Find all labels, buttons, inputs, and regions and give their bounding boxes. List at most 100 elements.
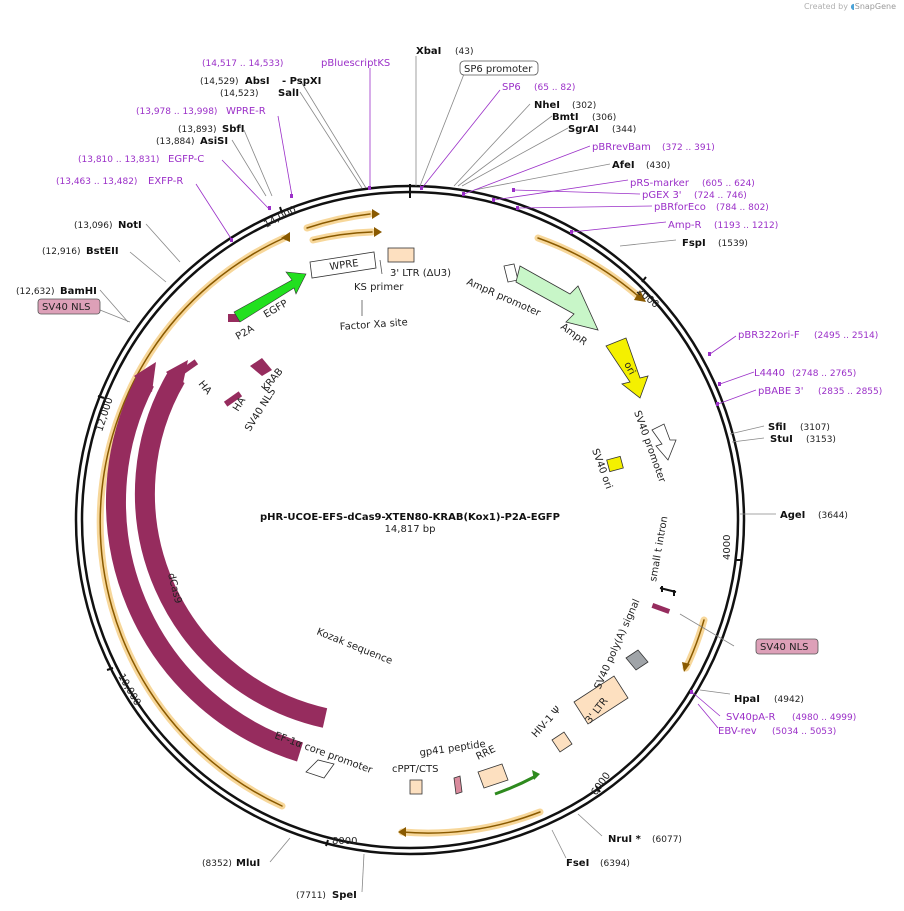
gp41-box xyxy=(453,775,463,795)
feature-ori: ori xyxy=(621,360,637,377)
enzyme-spei-pos: (7711) xyxy=(296,891,326,901)
feature-small-t: small t intron xyxy=(648,515,670,582)
primer-marks xyxy=(230,186,721,694)
primer-pbr322ori-f-pos: (2495 .. 2514) xyxy=(814,331,878,341)
primer-amp-r: Amp-R xyxy=(668,220,702,231)
enzyme-mlui-pos: (8352) xyxy=(202,859,232,869)
primer-sv40pa-r-pos: (4980 .. 4999) xyxy=(792,713,856,723)
feature-ltr3: 3' LTR (ΔU3) xyxy=(390,268,451,279)
enzyme-bamhi: BamHI xyxy=(60,286,97,297)
primer-l4440: L4440 xyxy=(754,368,785,379)
feature-cppt: cPPT/CTS xyxy=(392,764,438,775)
primer-pbr322ori-f: pBR322ori-F xyxy=(738,330,800,341)
enzyme-nrui-pos: (6077) xyxy=(652,835,682,845)
cppt-box xyxy=(409,779,423,795)
primer-pbrrevbam-pos: (372 .. 391) xyxy=(662,143,715,153)
primer-pbrrevbam: pBRrevBam xyxy=(592,142,651,153)
snapgene-logo-icon: ◖ xyxy=(850,2,855,11)
feature-hiv-psi: HIV-1 Ψ xyxy=(530,705,564,741)
krab-arrow xyxy=(250,358,272,376)
primer-prs-marker: pRS-marker xyxy=(630,178,690,189)
enzyme-absi-pos: (14,529) xyxy=(200,77,239,87)
primer-sp6: SP6 xyxy=(502,82,521,93)
enzyme-sbfi-pos: (13,893) xyxy=(178,125,217,135)
primer-pgex3-pos: (724 .. 746) xyxy=(694,191,747,201)
enzyme-agei: AgeI xyxy=(780,510,805,521)
sv40-nls-right-label: SV40 NLS xyxy=(760,642,809,653)
ha-tag-1 xyxy=(179,359,199,375)
enzyme-nhei: NheI xyxy=(534,100,560,111)
primer-ebv-rev: EBV-rev xyxy=(718,726,757,737)
orf-arrowhead-top-2 xyxy=(374,227,382,237)
sp6-promoter-label: SP6 promoter xyxy=(464,64,533,75)
feature-sv40-polya: SV40 poly(A) signal xyxy=(593,598,643,692)
plasmid-size: 14,817 bp xyxy=(385,524,436,535)
enzyme-absi: AbsI xyxy=(245,76,270,87)
feature-kozak: Kozak sequence xyxy=(315,627,394,667)
enzyme-xbai-pos: (43) xyxy=(455,47,473,57)
primer-leader-lines xyxy=(195,68,757,729)
orf-arc-top-2-core xyxy=(312,231,373,241)
primer-pbrforeco-pos: (784 .. 802) xyxy=(716,203,769,213)
hiv-psi-box xyxy=(551,731,573,753)
enzyme-sali: SalI xyxy=(278,88,299,99)
enzyme-sali-pos: (14,523) xyxy=(220,89,259,99)
enzyme-leader-lines xyxy=(99,56,776,893)
dcas9-arc xyxy=(134,372,328,728)
ks-primer-mark xyxy=(379,259,383,275)
primer-pgex3: pGEX 3' xyxy=(642,190,682,201)
enzyme-nhei-pos: (302) xyxy=(572,101,596,111)
primer-sv40pa-r: SV40pA-R xyxy=(726,712,775,723)
primer-pbabe3: pBABE 3' xyxy=(758,386,804,397)
enzyme-noti-pos: (13,096) xyxy=(74,221,113,231)
primer-wpre-r-pos: (13,978 .. 13,998) xyxy=(136,107,217,117)
feature-ks-primer: KS primer xyxy=(354,282,404,293)
sv40-nls-left-box xyxy=(37,298,101,315)
orf-arrowhead-bottom xyxy=(398,827,406,837)
orf-arc-left-large xyxy=(96,234,288,810)
primer-exfp-r: EXFP-R xyxy=(148,176,183,187)
primer-egfp-c: EGFP-C xyxy=(168,154,204,165)
wpre-box xyxy=(309,251,377,279)
enzyme-spei: SpeI xyxy=(332,890,357,901)
sv40-promoter-arrow xyxy=(651,423,677,461)
primer-wpre-r: WPRE-R xyxy=(226,106,266,117)
sv40-polya-box xyxy=(625,649,649,671)
enzyme-afei: AfeI xyxy=(612,160,635,171)
cas9-arrowhead xyxy=(134,362,156,392)
enzyme-asisi: AsiSI xyxy=(200,136,228,147)
sp6-promoter-box xyxy=(459,60,539,76)
enzyme-pspxi: - PspXI xyxy=(282,76,321,87)
egfp-arrow xyxy=(233,271,307,323)
orf-arrowhead-ampr xyxy=(634,290,646,302)
enzyme-fsei: FseI xyxy=(566,858,589,869)
ampr-arrow xyxy=(515,265,599,331)
enzyme-xbai: XbaI xyxy=(416,46,441,57)
green-arrowhead-bottom xyxy=(532,770,540,780)
primer-pbabe3-pos: (2835 .. 2855) xyxy=(818,387,882,397)
primer-exfp-r-pos: (13,463 .. 13,482) xyxy=(56,177,137,187)
enzyme-mlui: MluI xyxy=(236,858,260,869)
small-t-intron-mark xyxy=(659,586,677,596)
credit-prefix: Created by xyxy=(803,2,848,11)
feature-sv40nls-inner: SV40 NLS xyxy=(243,387,278,434)
orf-arc-bottom-core xyxy=(401,811,541,834)
enzyme-sfii-pos: (3107) xyxy=(800,423,830,433)
orf-arrowhead-left xyxy=(281,232,290,242)
feature-ha-1: HA xyxy=(196,379,214,397)
primer-pbluescriptks-pos: (14,517 .. 14,533) xyxy=(202,59,283,69)
sv40-nls-right-box xyxy=(755,638,819,655)
enzyme-sbfi: SbfI xyxy=(222,124,244,135)
primer-ebv-rev-pos: (5034 .. 5053) xyxy=(772,727,836,737)
ha-tag-2 xyxy=(223,391,243,407)
cas9-arc xyxy=(105,377,303,762)
enzyme-bmti-pos: (306) xyxy=(592,113,616,123)
credit-brand: SnapGene xyxy=(854,2,896,11)
dcas9-arrowhead xyxy=(166,360,188,388)
tick-label-6000: 6000 xyxy=(589,771,613,798)
enzyme-stui-pos: (3153) xyxy=(806,435,836,445)
ltr3-box xyxy=(387,247,415,263)
enzyme-hpai-pos: (4942) xyxy=(774,695,804,705)
orf-arc-ampr-core xyxy=(537,237,639,297)
feature-factor-xa: Factor Xa site xyxy=(339,317,408,333)
